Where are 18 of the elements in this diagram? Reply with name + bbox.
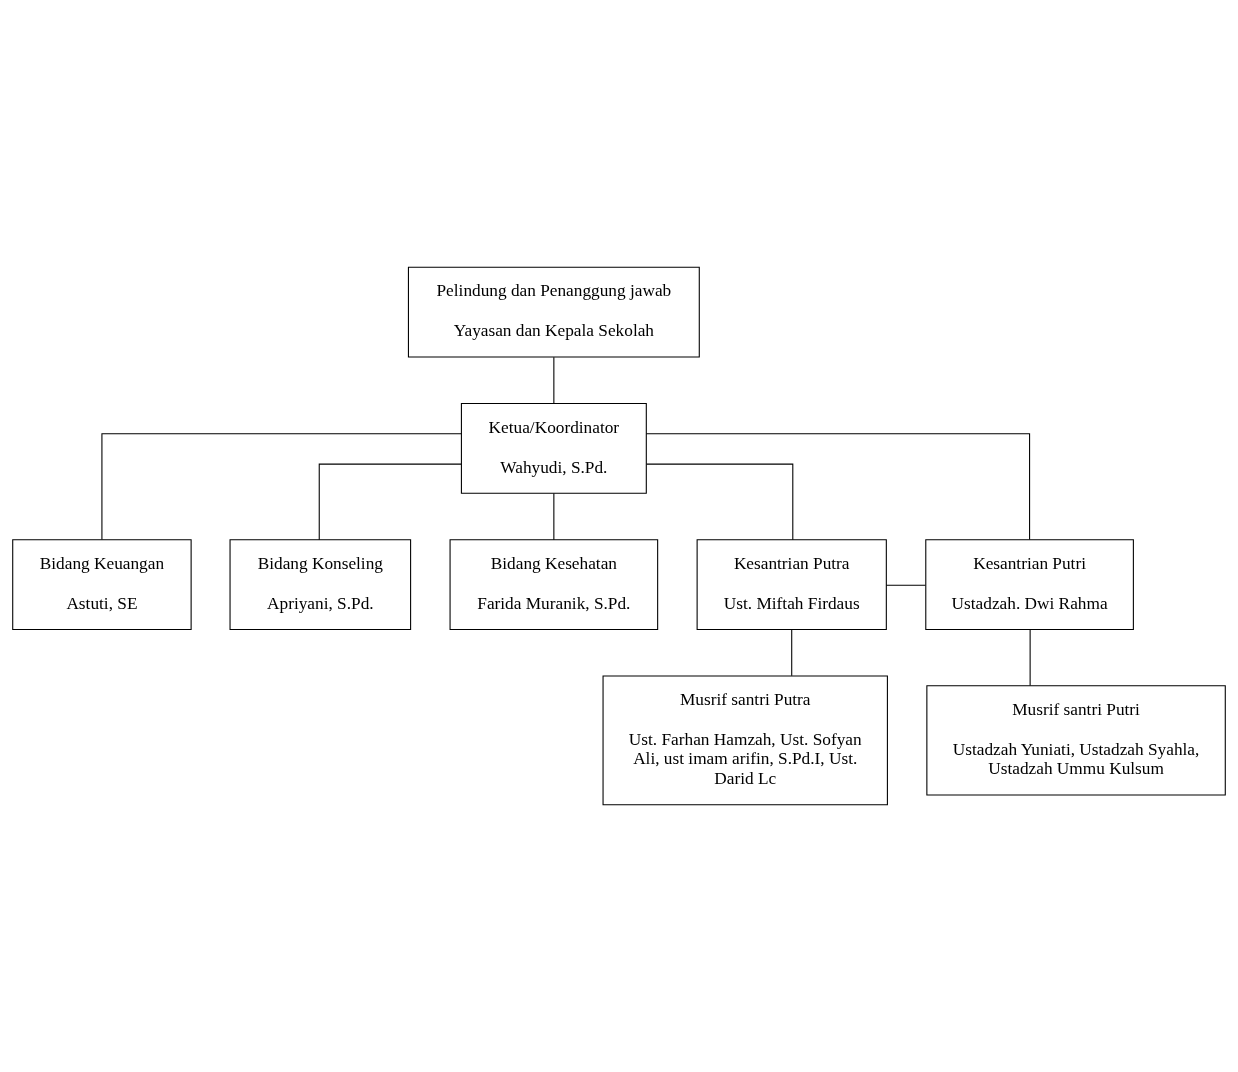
node-box: Bidang Keuangan Astuti, SE: [12, 539, 192, 631]
connector: [553, 492, 555, 541]
connector: [1029, 629, 1031, 686]
connector: [646, 463, 794, 541]
node-box: Musrif santri Putra Ust. Farhan Hamzah, Ust. Sofyan Ali, ust imam arifin, S.Pd.I, Ust. Darid Lc: [602, 675, 888, 806]
connector: [318, 463, 462, 541]
node-box: Pelindung dan Penanggung jawab Yayasan dan Kepala Sekolah: [407, 266, 700, 358]
connector: [645, 433, 1031, 540]
node-box: Musrif santri Putri Ustadzah Yuniati, Ustadzah Syahla, Ustadzah Ummu Kulsum: [926, 685, 1226, 796]
node-box: Kesantrian Putri Ustadzah. Dwi Rahma: [925, 539, 1134, 631]
connector: [101, 433, 462, 540]
connector: [885, 584, 926, 586]
node-box: Bidang Konseling Apriyani, S.Pd.: [229, 539, 412, 631]
node-box: Bidang Kesehatan Farida Muranik, S.Pd.: [449, 539, 659, 631]
connector: [791, 629, 793, 677]
connector: [553, 356, 555, 405]
node-box: Ketua/Koordinator Wahyudi, S.Pd.: [460, 403, 647, 494]
node-box: Kesantrian Putra Ust. Miftah Firdaus: [696, 539, 887, 631]
